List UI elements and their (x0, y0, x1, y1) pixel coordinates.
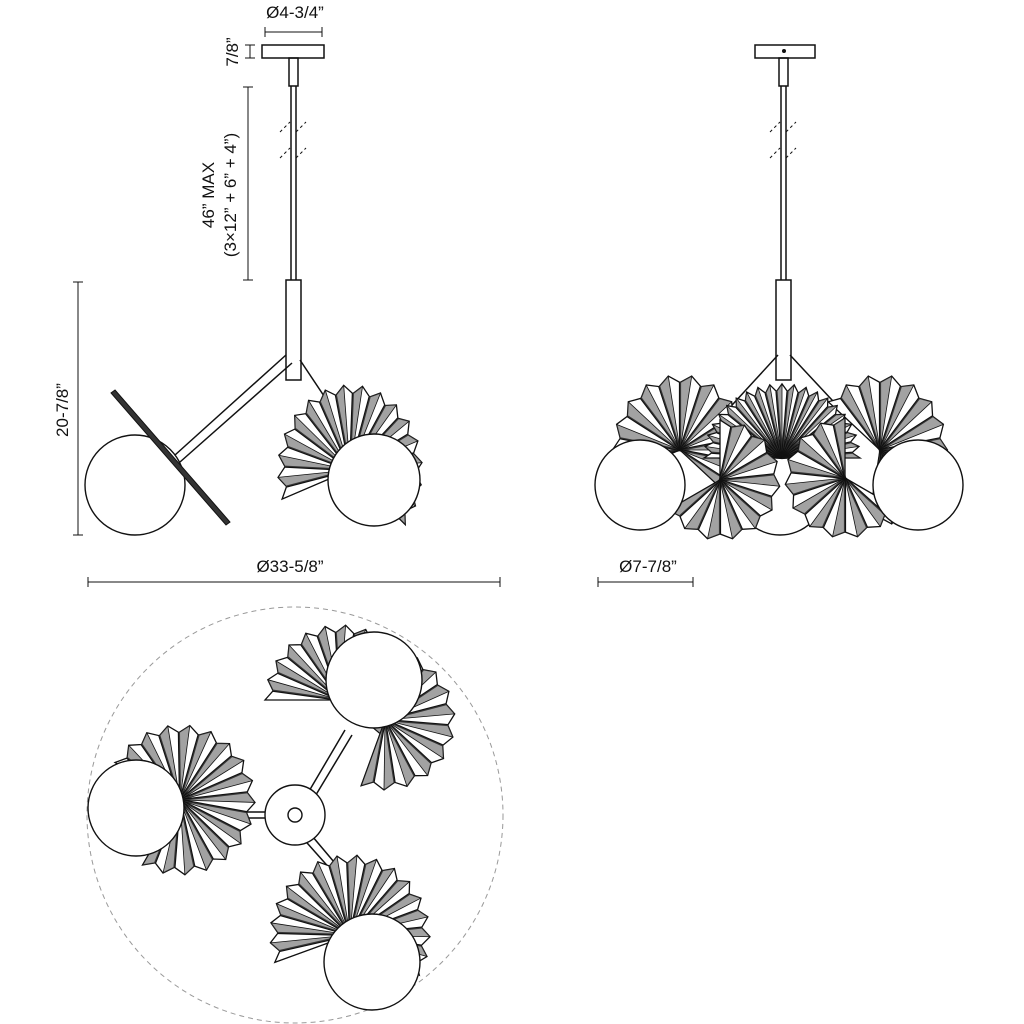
body-tube (285, 279, 302, 381)
dimension-canopy-diameter: Ø4-3/4” (264, 3, 324, 37)
dimension-max-length: 46” MAX (3×12” + 6” + 4”) (199, 86, 253, 281)
rod-break-marks (279, 121, 307, 159)
canopy (261, 44, 325, 59)
side-width-label: Ø7-7/8” (619, 557, 677, 576)
globe-right (327, 433, 421, 527)
arm-left (174, 354, 287, 456)
plan-globe-top (325, 631, 423, 729)
plan-globe-bottom (323, 913, 421, 1011)
fixture-diameter-label: Ø33-5/8” (256, 557, 323, 576)
globe-elev-left (594, 439, 686, 531)
pleated-fan (784, 416, 899, 538)
plan-outline-dashed (86, 606, 504, 1024)
arm-left-edge (179, 362, 293, 463)
fixture-height-label: 20-7/8” (53, 383, 72, 437)
dimension-fixture-diameter: Ø33-5/8” (87, 557, 501, 587)
plan-hub-center (287, 807, 303, 823)
fans-elevation (611, 375, 949, 540)
rod-breakdown-label: (3×12” + 6” + 4”) (221, 133, 240, 257)
canopy-swivel (288, 57, 299, 87)
fan-edge-view (110, 389, 231, 526)
dimension-fixture-height: 20-7/8” (53, 281, 83, 536)
plan-globe-left (87, 759, 185, 857)
pleated-fan (666, 418, 781, 540)
side-view-front (84, 44, 331, 536)
dimension-canopy-height: 7/8” (223, 37, 255, 67)
canopy-diameter-label: Ø4-3/4” (266, 3, 324, 22)
dimension-side-width: Ø7-7/8” (597, 557, 694, 587)
canopy-height-label: 7/8” (223, 37, 242, 67)
globe-elev-right (872, 439, 964, 531)
max-length-label: 46” MAX (199, 162, 218, 228)
globe-left (84, 434, 186, 536)
